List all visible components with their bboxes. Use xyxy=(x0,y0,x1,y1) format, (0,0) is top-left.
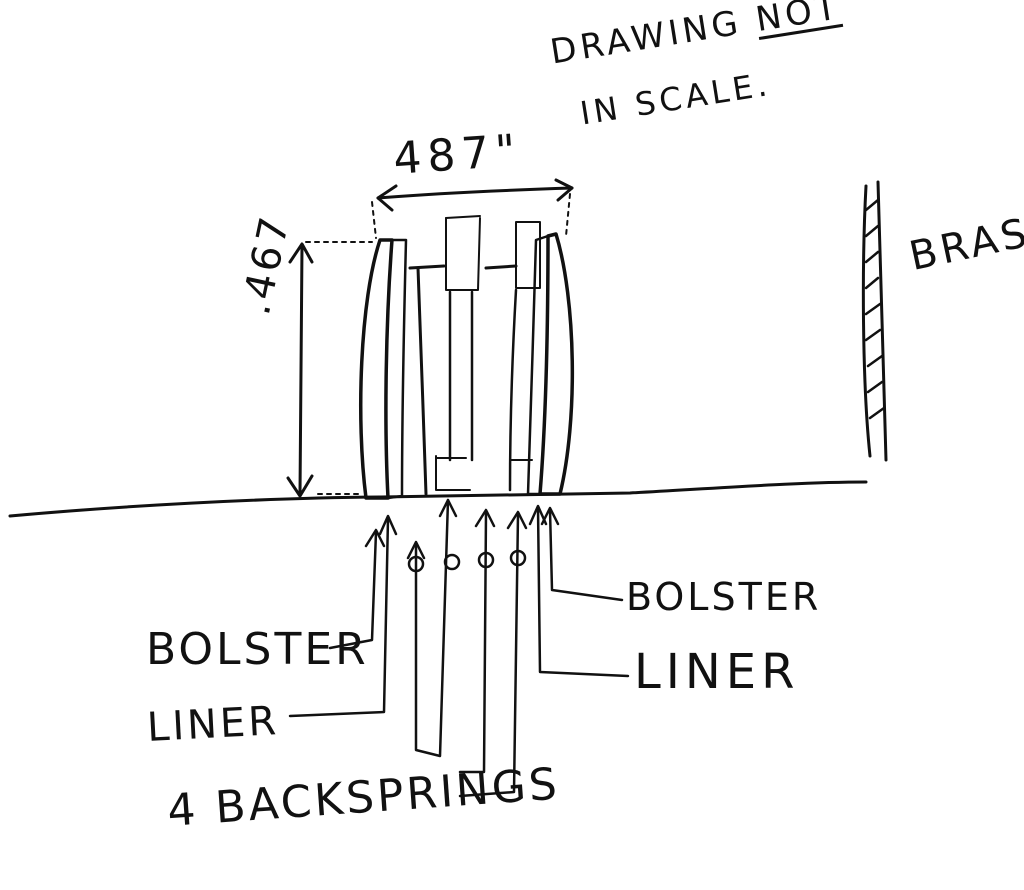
bolster-right-outline xyxy=(538,232,575,496)
handle-cross-section xyxy=(358,215,575,500)
bolster-left-label: BOLSTER xyxy=(146,624,369,675)
liner-left-outline xyxy=(384,238,408,500)
label-leaders xyxy=(288,498,630,798)
width-dimension xyxy=(371,178,574,239)
bolster-right-label: BOLSTER xyxy=(626,575,822,619)
width-dimension-label: 487" xyxy=(391,125,524,185)
liner-right-outline xyxy=(526,234,550,496)
liner-right-label: LINER xyxy=(634,644,800,700)
liner-left-label: LINER xyxy=(145,698,281,751)
baseline xyxy=(8,480,868,518)
height-dimension xyxy=(286,241,373,498)
brass-sample xyxy=(861,180,888,462)
